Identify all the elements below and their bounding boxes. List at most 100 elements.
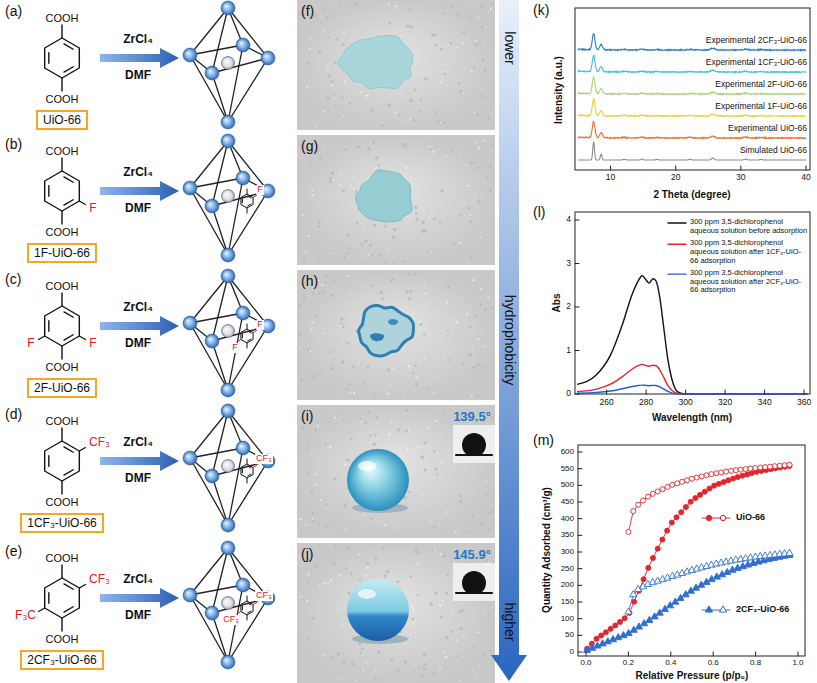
surface-texture <box>337 652 340 655</box>
zr-cluster <box>236 38 250 52</box>
contact-angle: 145.9° <box>453 548 491 562</box>
surface-texture <box>445 656 447 658</box>
surface-texture <box>365 574 367 576</box>
surface-texture <box>375 156 378 159</box>
surface-texture <box>394 256 396 258</box>
surface-texture <box>443 410 445 412</box>
tick-label: 0.6 <box>708 659 719 668</box>
surface-texture <box>463 635 465 637</box>
zr-cluster <box>183 48 197 62</box>
surface-texture <box>336 38 339 41</box>
surface-texture <box>310 39 311 40</box>
surface-texture <box>324 148 325 149</box>
surface-texture <box>343 504 346 507</box>
surface-texture <box>435 361 436 362</box>
surface-texture <box>443 122 446 125</box>
tick-label: 350 <box>561 531 574 540</box>
surface-texture <box>311 513 314 516</box>
surface-texture <box>459 494 462 497</box>
surface-texture <box>349 392 351 394</box>
surface-texture <box>349 383 351 385</box>
data-marker <box>660 537 665 542</box>
surface-texture <box>410 25 413 28</box>
benzene-ring <box>241 194 253 208</box>
surface-texture <box>408 375 409 376</box>
double-bond <box>64 584 73 589</box>
legend-text: UiO-66 <box>736 513 765 523</box>
surface-texture <box>317 425 319 427</box>
reagent: ZrCl₄ <box>123 573 153 586</box>
surface-texture <box>404 660 408 664</box>
bond <box>253 603 256 605</box>
surface-texture <box>407 273 410 276</box>
surface-texture <box>383 574 386 577</box>
surface-texture <box>314 473 316 475</box>
surface-texture <box>417 446 419 448</box>
bond <box>61 293 62 306</box>
tick-mark <box>713 652 714 656</box>
surface-texture <box>453 242 456 245</box>
substituent: F <box>231 343 239 353</box>
zr-cluster <box>236 441 250 455</box>
framework-name-box: UiO-66 <box>36 110 88 130</box>
legend-sample <box>668 244 686 245</box>
surface-texture <box>364 421 367 424</box>
surface-texture <box>329 3 330 4</box>
surface-texture <box>321 284 323 286</box>
plot-frame <box>575 8 810 170</box>
carboxyl-group: COOH <box>46 145 79 157</box>
cage-center <box>222 190 235 203</box>
surface-texture <box>443 554 446 557</box>
surface-texture <box>370 109 373 112</box>
surface-texture <box>446 301 447 302</box>
surface-texture <box>312 194 314 196</box>
surface-texture <box>439 221 442 224</box>
carboxyl-group: COOH <box>46 280 79 292</box>
zr-cluster <box>221 134 235 148</box>
surface-texture <box>418 666 420 668</box>
data-marker <box>709 472 714 477</box>
cage-edge <box>228 8 268 58</box>
surface-texture <box>387 251 389 253</box>
surface-texture <box>480 288 482 290</box>
surface-texture <box>307 471 310 474</box>
surface-texture <box>405 409 408 412</box>
photo-ground <box>297 543 495 683</box>
double-bond <box>48 186 49 197</box>
surface-texture <box>413 119 416 122</box>
framework-name-box: 1CF₃-UiO-66 <box>20 513 104 533</box>
surface-texture <box>447 45 449 47</box>
tick-mark <box>685 390 686 394</box>
surface-texture <box>404 260 407 263</box>
surface-texture <box>347 591 350 594</box>
surface-texture <box>460 627 463 630</box>
double-bond <box>64 177 73 182</box>
data-marker <box>655 489 660 494</box>
data-marker <box>599 633 604 638</box>
tick-label: 200 <box>561 581 574 590</box>
surface-texture <box>341 31 342 32</box>
surface-texture <box>440 553 442 555</box>
legend-entry: 300 ppm 3,5-dichlorophenol aqueous solut… <box>690 269 808 295</box>
tick-mark <box>804 390 805 394</box>
tick-mark <box>575 220 579 221</box>
surface-texture <box>439 524 440 525</box>
surface-texture <box>474 195 476 197</box>
surface-texture <box>412 670 414 672</box>
surface-texture <box>483 139 485 141</box>
tick-label: 0.0 <box>580 659 591 668</box>
surface-texture <box>412 618 415 621</box>
surface-texture <box>332 179 334 181</box>
bond <box>247 189 248 194</box>
surface-texture <box>322 290 325 293</box>
surface-texture <box>391 422 393 424</box>
surface-texture <box>334 545 337 548</box>
surface-texture <box>315 484 317 486</box>
tick-mark <box>578 535 582 536</box>
double-bond <box>64 67 73 72</box>
surface-texture <box>447 511 449 513</box>
surface-texture <box>309 350 311 352</box>
panel-label: (j) <box>301 547 313 562</box>
surface-texture <box>335 252 336 253</box>
surface-texture <box>489 650 492 653</box>
